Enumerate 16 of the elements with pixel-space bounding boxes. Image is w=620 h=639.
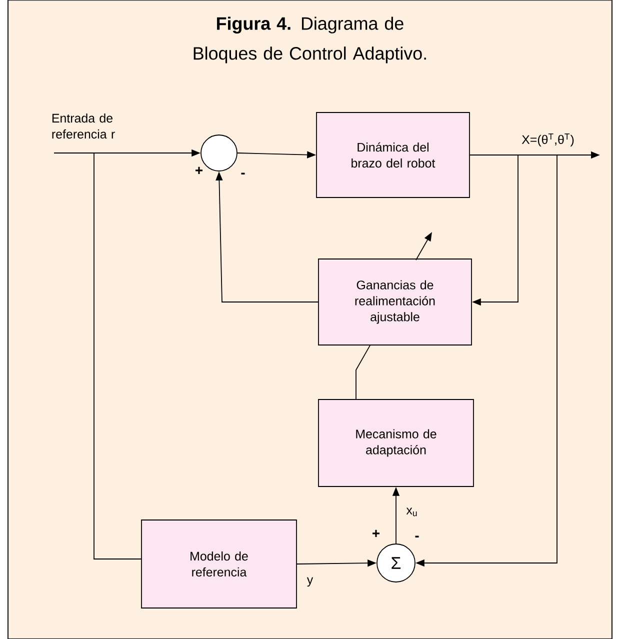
edge-label: y	[306, 577, 314, 587]
title: Figura 4. Diagrama de Bloques de Control Adaptivo.	[194, 16, 426, 64]
edge-label: X=(θ$^{T}$,θ$^{T}$)	[522, 134, 574, 146]
edge-label: x$_{u}$	[406, 508, 417, 516]
comparator-circle	[200, 134, 238, 172]
sign-label: +	[372, 530, 380, 537]
summing-junction: Σ	[376, 544, 416, 582]
sign-label: -	[241, 172, 245, 174]
sign-label: -	[415, 536, 419, 538]
block-box: Ganancias de realimentación ajustable	[318, 258, 472, 346]
block-box: Mecanismo de adaptación	[318, 399, 474, 487]
block-box: Modelo de referencia	[141, 520, 297, 608]
sign-label: +	[196, 166, 202, 174]
input-label: Entrada de referencia r	[52, 113, 115, 139]
block-box: Dinámica del brazo del robot	[316, 112, 470, 198]
arrow	[470, 154, 518, 306]
